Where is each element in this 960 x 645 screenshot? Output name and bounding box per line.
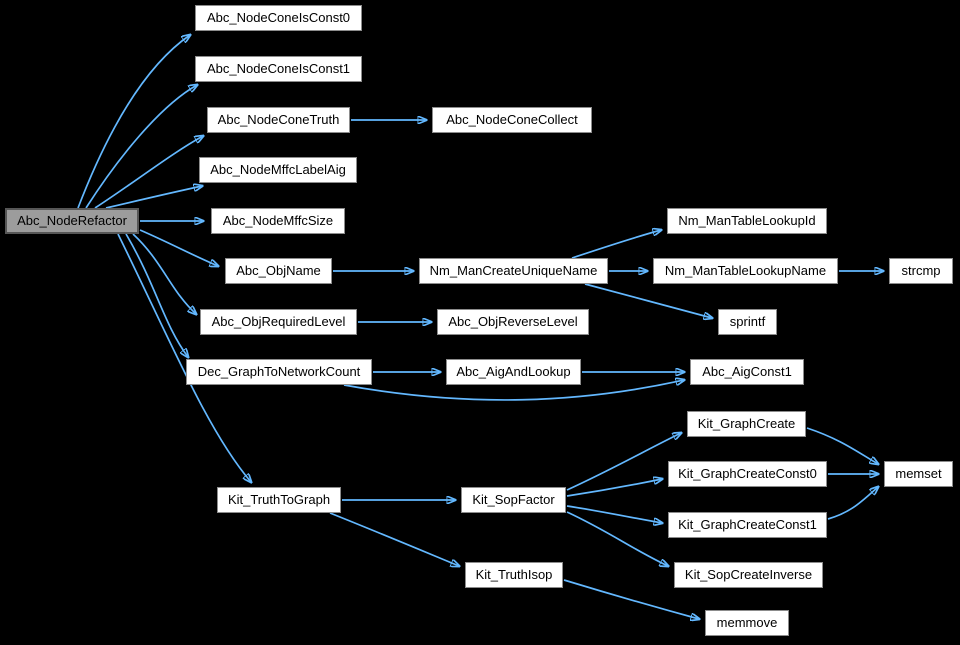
node-abc-nodeconetruth[interactable]: Abc_NodeConeTruth — [207, 107, 350, 133]
edge-sopfactor-sopcreateinverse — [566, 511, 668, 566]
edge-refactor-objrequiredlevel — [132, 233, 196, 314]
node-abc-nodeconecollect[interactable]: Abc_NodeConeCollect — [432, 107, 592, 133]
edge-createuniquename-sprintf — [584, 283, 712, 318]
node-kit-sopfactor[interactable]: Kit_SopFactor — [461, 487, 566, 513]
edge-sopfactor-graphcreate — [566, 433, 681, 491]
edge-sopfactor-graphcreateconst1 — [566, 505, 662, 523]
edge-refactor-dectonetworkcount — [125, 233, 188, 357]
edge-refactor-mffclabelaig — [105, 186, 202, 209]
edge-sopfactor-graphcreateconst0 — [566, 479, 662, 497]
node-abc-noderefactor[interactable]: Abc_NodeRefactor — [5, 208, 139, 234]
node-abc-nodemffcsize[interactable]: Abc_NodeMffcSize — [211, 208, 345, 234]
node-nm-mantablelookupname[interactable]: Nm_ManTableLookupName — [653, 258, 838, 284]
node-memmove[interactable]: memmove — [705, 610, 789, 636]
node-kit-truthtograph[interactable]: Kit_TruthToGraph — [217, 487, 341, 513]
node-nm-mancreateuniquename[interactable]: Nm_ManCreateUniqueName — [419, 258, 608, 284]
node-memset[interactable]: memset — [884, 461, 953, 487]
node-abc-objreverselevel[interactable]: Abc_ObjReverseLevel — [437, 309, 589, 335]
node-kit-graphcreateconst1[interactable]: Kit_GraphCreateConst1 — [668, 512, 827, 538]
node-abc-aigandlookup[interactable]: Abc_AigAndLookup — [446, 359, 581, 385]
edge-truthtograph-truthisop — [329, 512, 459, 566]
edge-refactor-conetruth — [94, 136, 203, 209]
node-abc-objname[interactable]: Abc_ObjName — [225, 258, 332, 284]
node-nm-mantablelookupid[interactable]: Nm_ManTableLookupId — [667, 208, 827, 234]
edge-refactor-coneisconst1 — [85, 85, 197, 209]
node-abc-nodemffclabelaig[interactable]: Abc_NodeMffcLabelAig — [199, 157, 357, 183]
node-dec-graphtonetworkcount[interactable]: Dec_GraphToNetworkCount — [186, 359, 372, 385]
node-kit-graphcreateconst0[interactable]: Kit_GraphCreateConst0 — [668, 461, 827, 487]
edge-graphcreateconst1-memset — [827, 487, 878, 520]
node-strcmp[interactable]: strcmp — [889, 258, 953, 284]
node-abc-nodeconeisconst0[interactable]: Abc_NodeConeIsConst0 — [195, 5, 362, 31]
edge-graphcreate-memset — [806, 427, 878, 464]
node-abc-aigconst1[interactable]: Abc_AigConst1 — [690, 359, 804, 385]
edge-refactor-coneisconst0 — [77, 35, 190, 209]
node-abc-nodeconeisconst1[interactable]: Abc_NodeConeIsConst1 — [195, 56, 362, 82]
node-kit-sopcreateinverse[interactable]: Kit_SopCreateInverse — [674, 562, 823, 588]
edge-createuniquename-lookupid — [571, 230, 661, 259]
node-sprintf[interactable]: sprintf — [718, 309, 777, 335]
node-kit-graphcreate[interactable]: Kit_GraphCreate — [687, 411, 806, 437]
node-abc-objrequiredlevel[interactable]: Abc_ObjRequiredLevel — [200, 309, 357, 335]
edge-refactor-objname — [139, 229, 218, 266]
node-kit-truthisop[interactable]: Kit_TruthIsop — [465, 562, 563, 588]
